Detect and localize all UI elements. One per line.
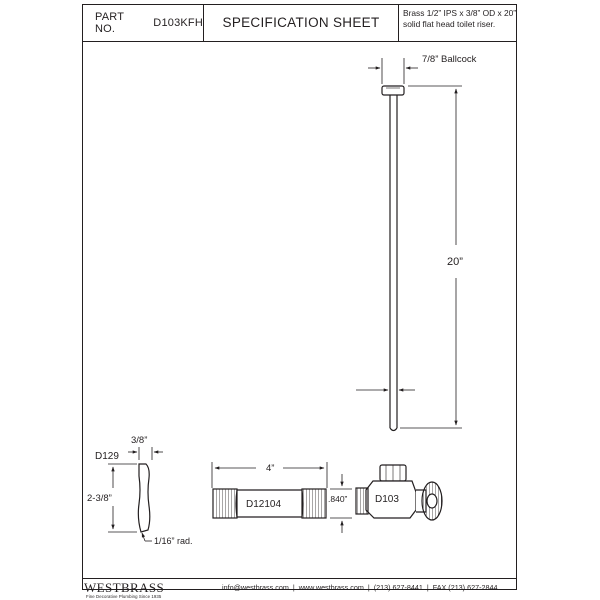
riser-length-dimension (400, 85, 462, 429)
spec-header: PART NO. D103KFH SPECIFICATION SHEET Bra… (82, 4, 517, 42)
brand-logo: WESTBRASS (84, 580, 165, 595)
contact-info: info@westbrass.com | www.westbrass.com |… (222, 583, 499, 592)
contact-separator: | (292, 583, 295, 592)
washer-height-dimension (108, 463, 137, 533)
washer-radius-leader (141, 532, 152, 542)
description-line-2: solid flat head toilet riser. (403, 19, 496, 29)
washer-profile (137, 463, 151, 533)
product-description: Brass 1/2” IPS x 3/8” OD x 20” solid fla… (399, 4, 517, 41)
toilet-riser (381, 85, 405, 432)
contact-separator: | (426, 583, 429, 592)
washer-height-label: 2-3/8” (87, 493, 112, 504)
riser-flat-head (381, 85, 405, 96)
footer-divider (82, 578, 517, 579)
angle-stop-valve (355, 464, 443, 521)
part-number-cell: PART NO. D103KFH (82, 4, 204, 41)
brand-tagline: Fine Decorative Plumbing Since 1935 (86, 594, 162, 599)
contact-fax: FAX (213) 627-2844 (432, 583, 498, 592)
ballcock-size-label: 7/8” Ballcock (422, 54, 477, 65)
valve-part-label: D103 (375, 494, 399, 505)
washer-thickness-dimension (128, 447, 163, 460)
washer-radius-label: 1/16” rad. (154, 536, 193, 546)
ballcock-dimension (368, 58, 418, 84)
washer-thickness-label: 3/8” (131, 435, 147, 446)
nipple-diameter-label: .840” (328, 494, 348, 504)
riser-length-label: 20” (447, 256, 463, 268)
nipple-length-dimension (211, 462, 328, 488)
page-title: SPECIFICATION SHEET (204, 4, 399, 41)
pipe-nipple (212, 488, 327, 519)
description-line-1: Brass 1/2” IPS x 3/8” OD x 20” (403, 8, 517, 18)
spec-sheet-frame (82, 4, 517, 590)
contact-phone: (213) 627-8441 (373, 583, 423, 592)
nipple-diameter-dimension (330, 474, 352, 533)
washer-part-label: D129 (95, 451, 119, 462)
part-number-label: PART NO. (95, 10, 124, 35)
nipple-part-label: D12104 (246, 499, 281, 510)
contact-email[interactable]: info@westbrass.com (222, 583, 289, 592)
contact-website[interactable]: www.westbrass.com (298, 583, 364, 592)
contact-separator: | (367, 583, 370, 592)
part-number-value: D103KFH (153, 16, 203, 29)
nipple-length-label: 4” (266, 463, 274, 474)
